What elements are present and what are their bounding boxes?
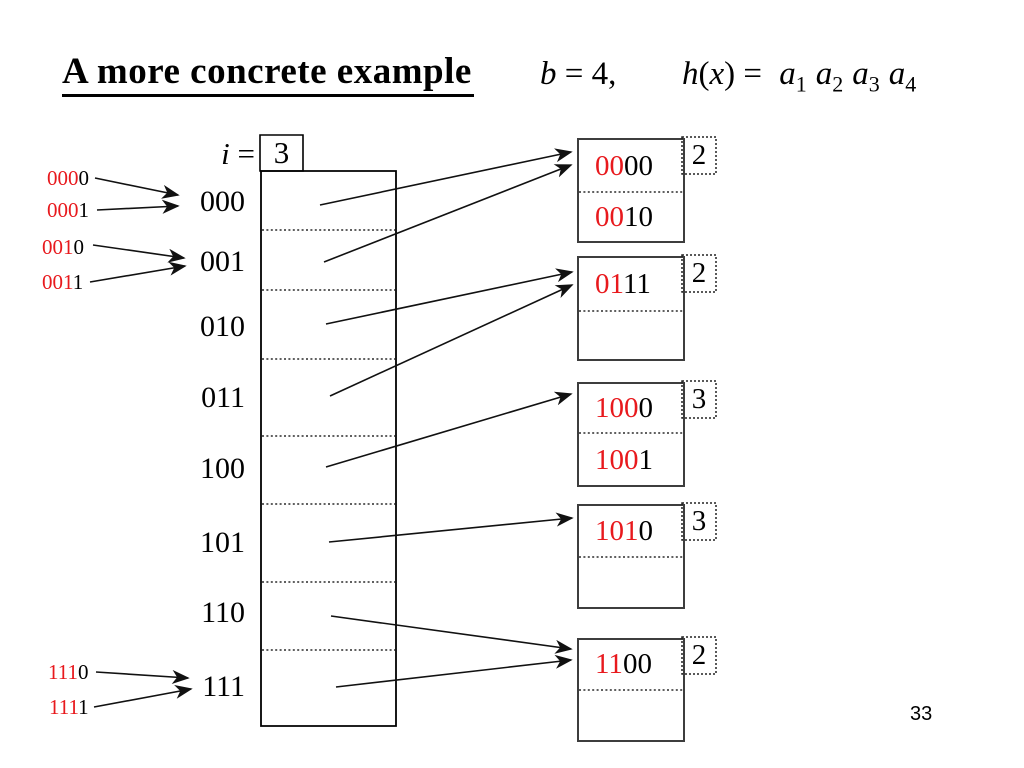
pointer-arrows [320, 148, 574, 687]
global-depth-value: 3 [273, 135, 290, 170]
formula-a3-sub: 3 [868, 71, 880, 97]
directory-entry-100: 100 [200, 452, 245, 485]
local-depth-box-1 [682, 137, 716, 174]
global-depth-label: i = [199, 137, 255, 171]
formula-open-paren: ( [698, 56, 710, 92]
local-depth-box-4 [682, 503, 716, 540]
arrow-key-1111 [94, 684, 193, 707]
slide-title: A more concrete example [62, 50, 474, 97]
arrow-key-0011 [90, 261, 187, 282]
arrow-dir-010 [326, 268, 574, 324]
b-value: = 4, [556, 56, 617, 92]
arrow-dir-100 [326, 391, 573, 467]
formula-a2-sub: 2 [832, 71, 844, 97]
bucket5-local-depth: 2 [691, 639, 707, 671]
bucket-box-3 [578, 383, 684, 486]
key-0011: 0011 [42, 270, 84, 294]
bucket-box-4 [578, 505, 684, 608]
arrow-dir-000 [320, 148, 573, 205]
formula-h: h [682, 56, 699, 92]
bucket1-entry-0010: 0010 [595, 201, 653, 233]
formula-a4-sub: 4 [905, 71, 917, 97]
page-number: 33 [910, 703, 933, 725]
formula-a1-sub: 1 [795, 71, 807, 97]
bucket-box-1 [578, 139, 684, 242]
bucket3-entry-1001: 1001 [595, 444, 653, 476]
formula-a2: a [815, 56, 833, 92]
bucket2-entry-0111: 0111 [595, 268, 651, 300]
formula-x: x [709, 56, 725, 92]
key-0010: 0010 [42, 235, 84, 259]
formula-a1: a [779, 56, 796, 92]
directory-cell-separators [262, 230, 395, 650]
bucket-boxes [578, 139, 684, 741]
local-depth-box-5 [682, 637, 716, 674]
arrow-dir-001 [324, 164, 573, 262]
bucket-box-5 [578, 639, 684, 741]
bucket4-entry-1010: 1010 [595, 515, 653, 547]
arrow-dir-111 [336, 654, 573, 687]
key-0000: 0000 [47, 166, 89, 190]
bucket1-local-depth: 2 [691, 139, 707, 171]
directory-entry-000: 000 [200, 185, 245, 218]
local-depth-box-2 [682, 255, 716, 292]
i-equals: = [229, 136, 255, 171]
arrow-dir-011 [330, 284, 574, 396]
directory-entry-111: 111 [202, 670, 245, 703]
b-parameter: b = 4, [540, 56, 616, 93]
directory-entry-110: 110 [201, 596, 245, 629]
arrow-key-0010 [93, 245, 186, 263]
key-0001: 0001 [47, 198, 89, 222]
i-var: i [221, 136, 230, 171]
key-arrows [90, 178, 193, 707]
arrow-key-0000 [95, 178, 180, 199]
bucket3-local-depth: 3 [691, 383, 707, 415]
bucket-slot-dividers [579, 192, 683, 690]
bucket5-entry-1100: 1100 [595, 648, 652, 680]
directory-entry-001: 001 [200, 245, 245, 278]
b-var: b [540, 56, 557, 92]
bucket3-entry-1000: 1000 [595, 392, 653, 424]
bucket4-local-depth: 3 [691, 505, 707, 537]
local-depth-box-3 [682, 381, 716, 418]
bucket2-local-depth: 2 [691, 257, 707, 289]
directory-entry-101: 101 [200, 526, 245, 559]
arrow-dir-110 [331, 616, 573, 654]
bucket1-entry-0000: 0000 [595, 150, 653, 182]
bucket-box-2 [578, 257, 684, 360]
directory-box [261, 171, 396, 726]
arrow-key-0001 [97, 199, 180, 214]
formula-equals: ) = [724, 56, 771, 92]
key-1110: 1110 [48, 660, 89, 684]
directory-entry-010: 010 [200, 310, 245, 343]
local-depth-boxes [682, 137, 716, 674]
directory-entry-011: 011 [201, 381, 245, 414]
arrow-key-1110 [96, 669, 190, 684]
key-1111: 1111 [49, 695, 89, 719]
arrow-dir-101 [329, 512, 574, 542]
formula-a4: a [888, 56, 906, 92]
formula-a3: a [852, 56, 869, 92]
